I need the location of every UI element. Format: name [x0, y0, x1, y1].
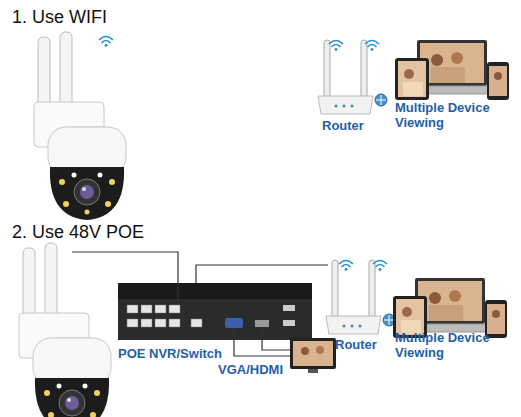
hdmi-port — [255, 320, 269, 327]
cable-part — [262, 327, 290, 350]
monitor — [290, 338, 336, 373]
router-poe — [326, 260, 395, 334]
section-heading: 1. Use WIFI — [12, 7, 107, 28]
camera-poe-part — [19, 243, 111, 417]
monitor-part — [301, 347, 309, 355]
port-label: VGA/HDMI — [218, 362, 283, 377]
monitor-part — [290, 338, 336, 369]
usb-port — [283, 320, 295, 326]
nvr-unit-part — [118, 283, 312, 340]
wifi-signal-part — [373, 261, 387, 271]
router-node: Router — [328, 256, 384, 352]
usb-port — [283, 305, 295, 311]
vga-port — [225, 318, 243, 328]
router-node: Router — [318, 38, 380, 133]
nvr-unit-part — [118, 283, 312, 299]
node-label: Router — [322, 118, 380, 133]
rj45-ports-part — [155, 319, 166, 327]
rj45-ports-part — [155, 305, 166, 313]
devices-wifi — [395, 40, 509, 100]
rj45-ports — [127, 305, 202, 327]
camera-wifi — [34, 32, 126, 220]
rj45-ports-part — [141, 319, 152, 327]
wifi-signal-part — [329, 41, 343, 51]
rj45-ports-part — [127, 305, 138, 313]
router-wifi — [318, 40, 387, 114]
rj45-ports-part — [191, 319, 202, 327]
cable-part — [234, 328, 290, 356]
rj45-ports-part — [141, 305, 152, 313]
monitor-part — [316, 346, 324, 354]
devices-wifi-part — [395, 40, 509, 100]
node-label: Router — [335, 337, 384, 352]
cable — [72, 252, 290, 356]
rj45-ports-part — [169, 305, 180, 313]
monitor-part — [293, 341, 333, 366]
device-viewing-node: Multiple Device Viewing — [393, 278, 513, 360]
router-wifi-part — [318, 40, 387, 114]
nvr-switch-node: POE NVR/Switch — [118, 283, 312, 361]
node-label: Multiple Device Viewing — [395, 330, 513, 360]
router-poe-part — [326, 260, 395, 334]
node-label: POE NVR/Switch — [118, 346, 312, 361]
monitor-part — [308, 369, 318, 373]
wifi-signal-part — [339, 261, 353, 271]
device-viewing-node: Multiple Device Viewing — [393, 38, 513, 130]
node-label: Multiple Device Viewing — [395, 100, 513, 130]
rj45-ports-part — [169, 319, 180, 327]
nvr-unit — [118, 283, 312, 340]
rj45-ports-part — [127, 319, 138, 327]
devices-poe-part — [393, 278, 507, 338]
wifi-signal-part — [99, 37, 113, 47]
cable-part — [72, 252, 178, 305]
camera-poe — [19, 243, 111, 417]
devices-poe — [393, 278, 507, 338]
nvr-unit-part — [118, 299, 312, 340]
wifi-signal-part — [365, 41, 379, 51]
section-heading: 2. Use 48V POE — [12, 222, 144, 243]
network-cable — [196, 265, 328, 283]
camera-wifi-part — [34, 32, 126, 220]
